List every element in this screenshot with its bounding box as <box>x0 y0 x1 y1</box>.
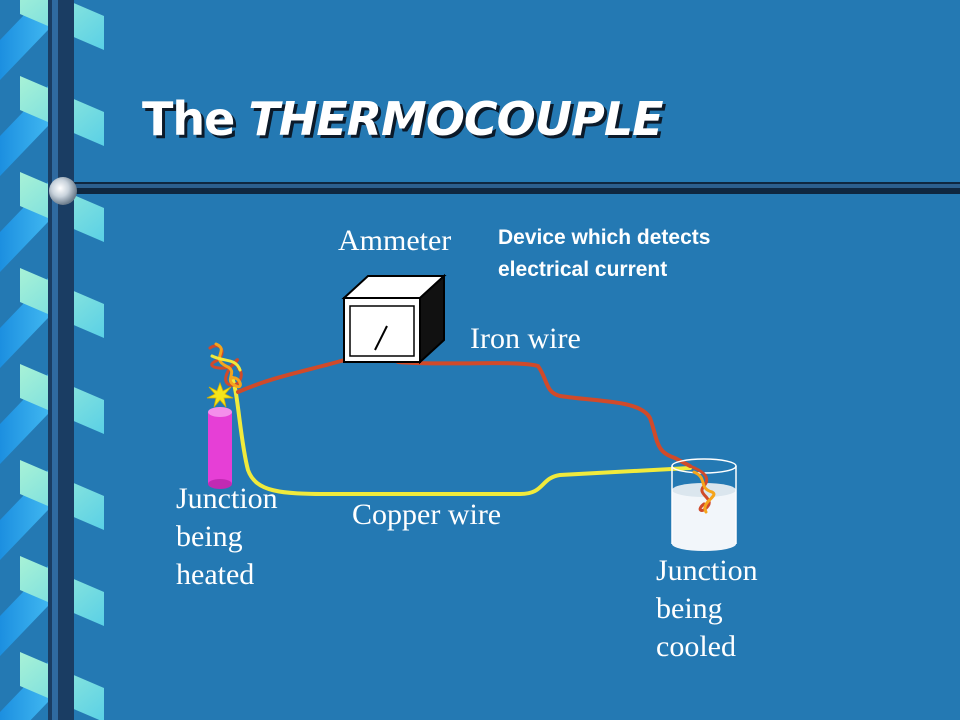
ammeter <box>341 273 447 365</box>
hot-junction-twist <box>208 342 243 389</box>
title-part-2: THERMOCOUPLE <box>248 92 663 146</box>
cold-junction-line-3: cooled <box>656 630 736 663</box>
hot-junction-line-1: Junction <box>176 482 278 515</box>
iron-wire <box>236 356 692 468</box>
ammeter-needle <box>374 325 388 351</box>
cold-junction-line-1: Junction <box>656 554 758 587</box>
copper-wire <box>230 376 692 496</box>
heater-tube <box>208 407 232 489</box>
cold-junction-twist <box>688 464 716 514</box>
copper-wire-label: Copper wire <box>352 498 502 531</box>
ammeter-label: Ammeter <box>338 224 452 257</box>
cold-junction-label: Junction being cooled <box>656 552 758 666</box>
cold-beaker <box>671 458 737 551</box>
title-part-1: The <box>142 92 235 146</box>
hot-junction-label: Junction being heated <box>176 480 278 594</box>
device-note-line-2: electrical current <box>498 258 668 281</box>
device-note: Device which detects electrical current <box>498 222 710 286</box>
iron-wire-label: Iron wire <box>470 322 581 355</box>
hot-junction-line-3: heated <box>176 558 255 591</box>
device-note-line-1: Device which detects <box>498 226 711 249</box>
title-divider <box>49 177 960 205</box>
spark-icon <box>206 381 234 408</box>
cold-junction-line-2: being <box>656 592 723 625</box>
hot-junction-line-2: being <box>176 520 243 553</box>
ribbon-border <box>0 0 104 720</box>
